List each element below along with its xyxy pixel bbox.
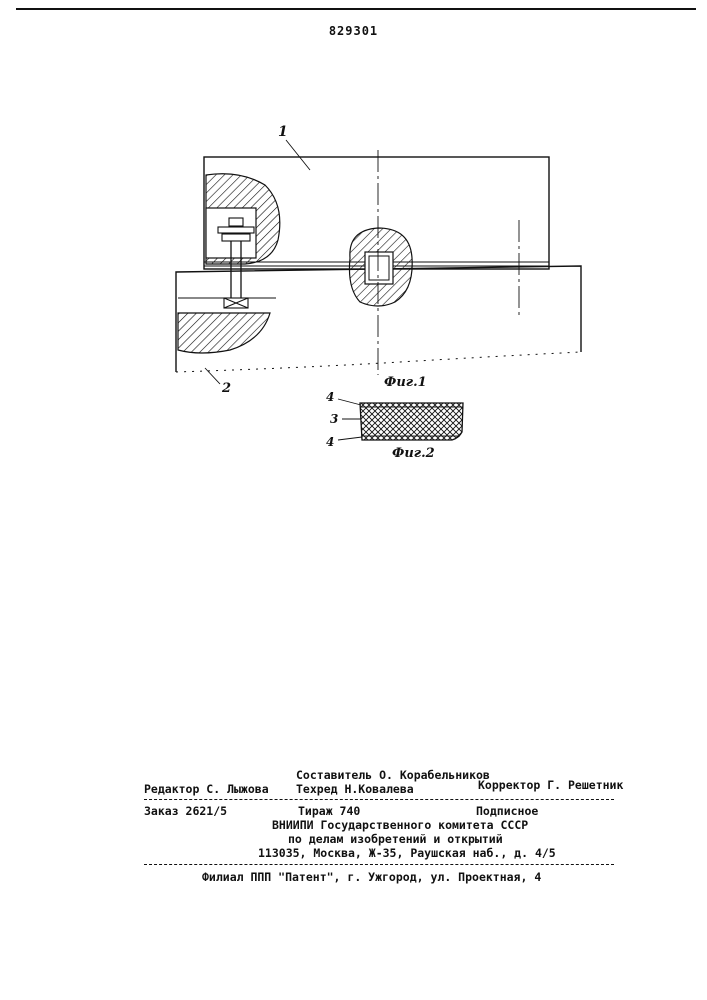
branch-line: Филиал ППП "Патент", г. Ужгород, ул. Про… — [202, 870, 541, 884]
compiler-line: Составитель О. Корабельников — [296, 768, 490, 782]
org-line-2: по делам изобретений и открытий — [288, 832, 503, 846]
order-line: Заказ 2621/5 — [144, 804, 227, 818]
figure-1: 1 2 Фиг.1 — [176, 124, 581, 396]
footer-rule-2 — [144, 864, 614, 866]
circulation-line: Тираж 740 — [298, 804, 360, 818]
laminate-section — [360, 403, 463, 440]
footer-rule-1 — [144, 799, 614, 801]
fig2-caption: Фиг.2 — [392, 446, 435, 461]
label-layer-middle: 3 — [330, 412, 338, 426]
label-part-1: 1 — [278, 124, 288, 140]
label-layer-bottom: 4 — [326, 435, 334, 449]
fig1-caption: Фиг.1 — [384, 375, 427, 390]
figure-2: 4 3 4 Фиг.2 — [326, 390, 463, 461]
lower-left-section — [178, 313, 270, 353]
address-line: 113035, Москва, Ж-35, Раушская наб., д. … — [258, 846, 556, 860]
corrector-line: Корректор Г. Решетник — [478, 778, 623, 792]
technical-drawing: 1 2 Фиг.1 4 3 4 Фиг.2 — [0, 0, 707, 470]
label-part-2: 2 — [221, 381, 231, 396]
org-line-1: ВНИИПИ Государственного комитета СССР — [272, 818, 528, 832]
tech-editor-line: Техред Н.Ковалева — [296, 782, 414, 796]
label-layer-top: 4 — [326, 390, 334, 404]
subscription-line: Подписное — [476, 804, 538, 818]
editor-line: Редактор С. Лыжова — [144, 782, 269, 796]
